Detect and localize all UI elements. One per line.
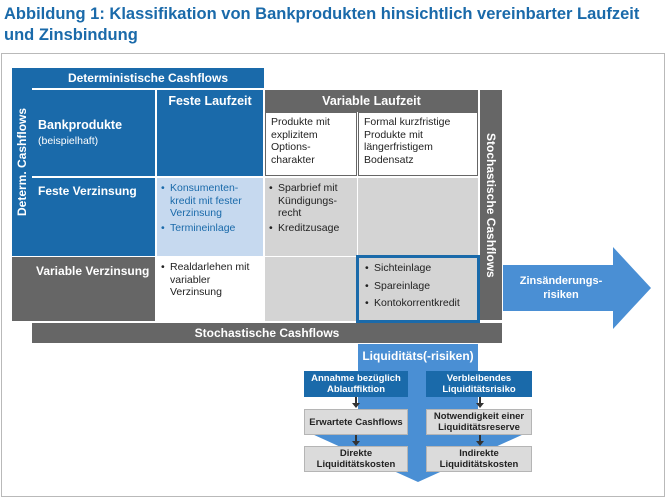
figure-frame bbox=[1, 53, 665, 497]
liquiditaet-risiken-label: Liquiditäts(-risiken) bbox=[362, 349, 474, 363]
header-blank bbox=[264, 68, 478, 88]
cell-variable-verzinsung-bodensatz: Sichteinlage Spareinlage Kontokorrentkre… bbox=[356, 255, 480, 323]
subheader-options: Produkte mit explizitem Options-charakte… bbox=[265, 112, 357, 176]
list-item: Sichteinlage bbox=[365, 262, 471, 275]
flow-right-box-2: Notwendigkeit einer Liquiditätsreserve bbox=[426, 409, 532, 435]
list-item: Realdarlehen mit variabler Verzinsung bbox=[161, 261, 259, 299]
row-variable-verzinsung: Variable Verzinsung bbox=[12, 257, 155, 321]
right-stochastic-cashflows-label: Stochastische Cashflows bbox=[480, 90, 502, 320]
figure-title: Abbildung 1: Klassifikation von Bankprod… bbox=[4, 5, 640, 44]
list-item: Spareinlage bbox=[365, 280, 471, 293]
flow-left-box-3: Direkte Liquiditätskosten bbox=[304, 446, 408, 472]
beispielhaft-label: (beispielhaft) bbox=[38, 135, 99, 147]
zinsaenderung-arrow-icon bbox=[503, 247, 651, 329]
cell-feste-verzinsung-bodensatz bbox=[358, 178, 478, 256]
header-deterministische-cashflows: Deterministische Cashflows bbox=[32, 68, 264, 88]
list-item: Kontokorrentkredit bbox=[365, 297, 471, 310]
flow-left-box-2: Erwartete Cashflows bbox=[304, 409, 408, 435]
subheader-bodensatz: Formal kurzfristige Produkte mit längerf… bbox=[358, 112, 478, 176]
cell-variable-verzinsung-options bbox=[265, 257, 357, 321]
feste-laufzeit-header: Feste Laufzeit bbox=[157, 90, 263, 112]
connector-arrows-icon bbox=[352, 397, 484, 446]
flow-right-box-3: Indirekte Liquiditätskosten bbox=[426, 446, 532, 472]
feste-laufzeit-blank bbox=[157, 112, 263, 176]
left-determ-cashflows-label: Determ. Cashflows bbox=[12, 68, 32, 256]
flow-left-box-1: Annahme bezüglich Ablauffiktion bbox=[304, 371, 408, 397]
cell-feste-verzinsung-feste-laufzeit: Konsumenten-kredit mit fester Verzinsung… bbox=[157, 178, 263, 256]
bankprodukte-header: Bankprodukte (beispielhaft) bbox=[32, 90, 155, 176]
zinsaenderungs-risiken-label: Zinsänderungs-risiken bbox=[519, 275, 603, 301]
cell-feste-verzinsung-options: Sparbrief mit Kündigungs-recht Kreditzus… bbox=[265, 178, 357, 256]
bankprodukte-label: Bankprodukte bbox=[38, 118, 123, 132]
list-item: Konsumenten-kredit mit fester Verzinsung bbox=[161, 182, 259, 220]
bottom-stochastic-cashflows-label: Stochastische Cashflows bbox=[32, 323, 502, 343]
variable-laufzeit-header: Variable Laufzeit bbox=[265, 90, 478, 112]
list-item: Kreditzusage bbox=[269, 222, 353, 235]
row-feste-verzinsung: Feste Verzinsung bbox=[32, 178, 155, 256]
flow-right-box-1: Verbleibendes Liquiditätsrisiko bbox=[426, 371, 532, 397]
list-item: Termineinlage bbox=[161, 222, 259, 235]
cell-variable-verzinsung-feste-laufzeit: Realdarlehen mit variabler Verzinsung bbox=[157, 257, 263, 321]
list-item: Sparbrief mit Kündigungs-recht bbox=[269, 182, 353, 220]
